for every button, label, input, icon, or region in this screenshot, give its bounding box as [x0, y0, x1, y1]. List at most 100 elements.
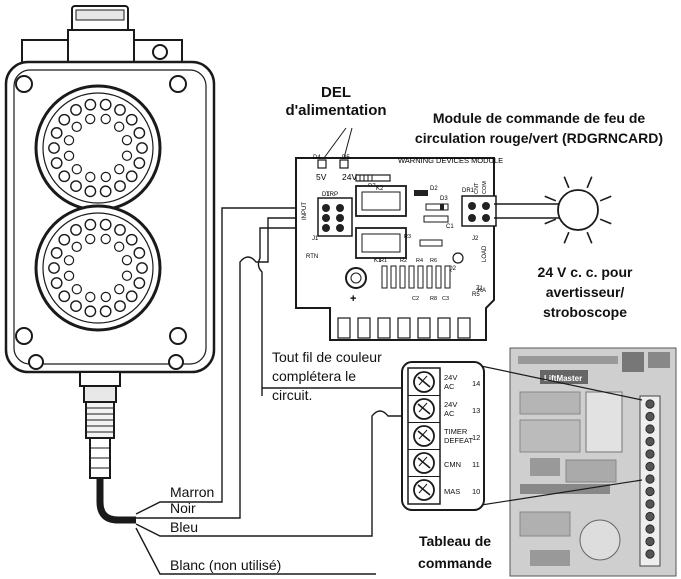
input-label: INPUT — [302, 202, 308, 220]
screw-icon — [169, 327, 187, 345]
led-icon — [71, 284, 83, 295]
led-icon — [84, 185, 97, 198]
upper-led-ring — [48, 98, 148, 198]
led-icon — [71, 164, 83, 175]
led-icon — [114, 163, 125, 175]
plus-label: + — [350, 293, 356, 305]
rdgrncard-module: WARNING DEVICES MODULE D4 D5 5V 24V R7 D… — [295, 127, 503, 341]
lower-lens-ring — [42, 212, 154, 324]
led-icon — [50, 247, 63, 259]
r2-label: R2 — [400, 258, 407, 264]
led-24v-label: 24V — [342, 172, 357, 182]
supply-line2: avertisseur/ — [545, 284, 625, 300]
terminal-screw-icon — [645, 511, 655, 522]
led-title: DEL d'alimentation — [272, 84, 400, 120]
led-icon — [71, 241, 82, 253]
led-icon — [99, 218, 112, 231]
strobe-rays — [544, 176, 612, 244]
led-5v-label: 5V — [316, 172, 327, 182]
cable-wires — [135, 207, 412, 575]
terminal-screw-icon — [645, 474, 655, 484]
module-header: WARNING DEVICES MODULE — [398, 156, 503, 165]
strobe-load — [494, 176, 612, 244]
led-icon — [70, 180, 82, 193]
led-icon — [71, 121, 82, 133]
wire-brown — [135, 207, 318, 515]
led-icon — [100, 291, 112, 303]
resistor-icon — [390, 265, 397, 289]
terminal-number: 12 — [472, 433, 480, 442]
any-wire-line3: circuit. — [272, 387, 313, 403]
led-icon — [133, 247, 146, 259]
strobe-icon — [557, 189, 599, 231]
led-icon — [84, 233, 96, 245]
led-icon — [50, 277, 63, 289]
terminal-number: 13 — [472, 406, 480, 415]
panel-line2: commande — [418, 555, 492, 571]
supply-label: 24 V c. c. pour avertisseur/ stroboscope — [510, 262, 660, 322]
d3-label: D3 — [440, 196, 448, 202]
terminal-screw-icon — [645, 436, 655, 447]
j2-label: J2 — [472, 236, 479, 242]
cnt-label: CNT — [474, 182, 480, 194]
terminal-label: 24V — [444, 400, 457, 409]
led-title-line1: DEL — [321, 84, 351, 101]
resistor-r5 — [419, 239, 443, 247]
rtn-label: RTN — [306, 254, 318, 260]
strobe-ray — [599, 218, 612, 225]
terminal-screw-icon — [645, 524, 655, 534]
led-24v-icon — [339, 159, 349, 169]
cable — [96, 478, 136, 524]
r5-label: R5 — [472, 292, 480, 298]
strobe-ray — [563, 231, 570, 244]
led-icon — [99, 185, 112, 198]
led-icon — [85, 171, 96, 183]
led-icon — [63, 270, 75, 282]
led-title-line2: d'alimentation — [285, 102, 387, 119]
terminal-screw-icon — [645, 549, 655, 559]
transistor-q2 — [452, 252, 464, 264]
zoom-line-bottom — [461, 479, 643, 509]
led-icon — [114, 283, 125, 295]
led-icon — [70, 223, 82, 236]
terminal-screw-icon — [645, 486, 655, 497]
module-edge-connector — [337, 317, 471, 339]
com-label: COM — [482, 181, 488, 194]
led-icon — [114, 300, 126, 313]
screw-icon — [169, 75, 187, 93]
ear-hole-right — [152, 44, 168, 60]
connector-finger — [417, 317, 431, 339]
led-icon — [48, 262, 60, 274]
any-wire-line1: Tout fil de couleur — [272, 349, 382, 365]
resistor-icon — [426, 265, 433, 289]
led-icon — [136, 142, 148, 154]
terminal-screw-icon — [645, 449, 655, 459]
load-terminal-block — [461, 195, 497, 227]
led-icon — [58, 290, 71, 303]
led-icon — [84, 305, 97, 318]
wire-jumper — [257, 227, 412, 389]
dr1-label: DR1 — [462, 188, 475, 194]
led-icon — [84, 98, 97, 111]
ka-label: KA — [478, 288, 486, 294]
c1-label: C1 — [446, 224, 454, 230]
led-icon — [114, 180, 126, 193]
terminal-number: 10 — [472, 487, 480, 496]
strobe-ray — [586, 176, 593, 189]
led-icon — [84, 218, 97, 231]
led-icon — [63, 135, 75, 146]
strobe-ray — [563, 176, 570, 189]
terminal-screw-icon — [645, 424, 655, 434]
knurl-lines — [86, 407, 114, 433]
led-icon — [125, 290, 138, 303]
connector-finger — [457, 317, 471, 339]
upper-lens-ring — [42, 92, 154, 204]
led-icon — [58, 170, 71, 183]
r8-label: R8 — [430, 296, 437, 302]
led-icon — [70, 103, 82, 116]
r4-label: R4 — [416, 258, 423, 264]
led-5v-icon — [317, 159, 327, 169]
resistor-icon — [417, 265, 424, 289]
terminal-label: 24V — [444, 373, 457, 382]
